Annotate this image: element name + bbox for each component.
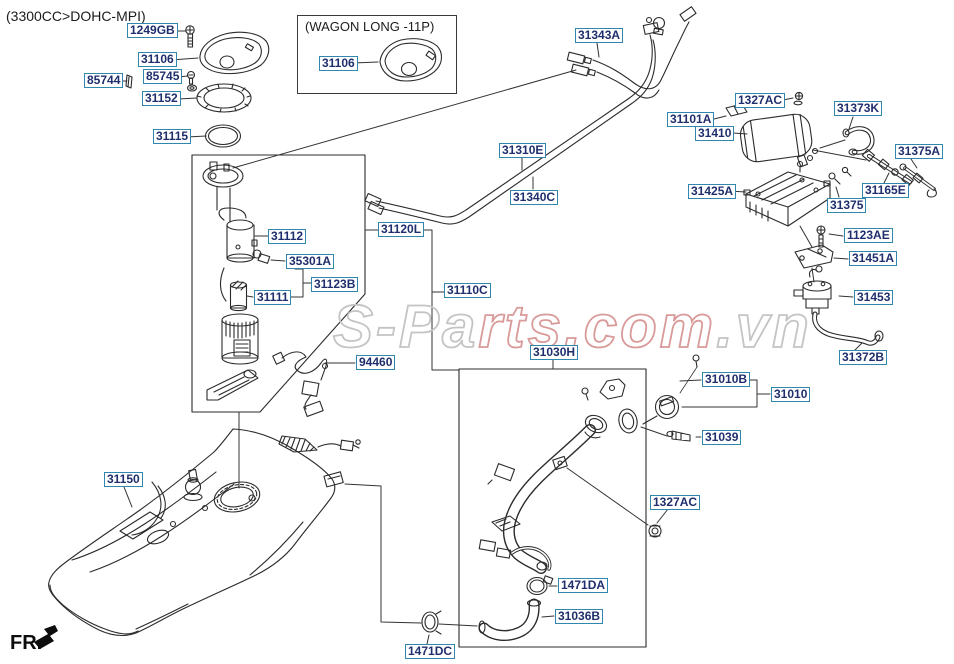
part-label-31425A[interactable]: 31425A bbox=[688, 184, 737, 199]
part-label-31036B[interactable]: 31036B bbox=[555, 609, 604, 624]
part-label-31453[interactable]: 31453 bbox=[854, 290, 894, 305]
engine-variant-note: (3300CC>DOHC-MPI) bbox=[6, 8, 146, 24]
filler-neck-drawing bbox=[478, 354, 700, 596]
fuel-tube-assembly-drawing bbox=[364, 6, 697, 225]
part-label-1249GB[interactable]: 1249GB bbox=[127, 23, 178, 38]
pump-module-callout-box bbox=[191, 154, 366, 413]
part-label-1327AC-neck[interactable]: 1327AC bbox=[650, 495, 701, 510]
part-label-31111[interactable]: 31111 bbox=[254, 290, 292, 305]
part-label-1471DA[interactable]: 1471DA bbox=[558, 578, 609, 593]
filler-hose-drawing bbox=[421, 598, 542, 641]
fuel-pump-module-drawing bbox=[202, 161, 271, 401]
part-label-31375[interactable]: 31375 bbox=[827, 198, 867, 213]
part-label-31010B[interactable]: 31010B bbox=[702, 372, 751, 387]
fuel-pump-plate-drawing bbox=[125, 25, 270, 148]
part-label-31115[interactable]: 31115 bbox=[153, 129, 192, 144]
part-label-31030H[interactable]: 31030H bbox=[530, 345, 579, 360]
wagon-plate-drawing bbox=[379, 38, 443, 82]
part-label-1327AC-canister[interactable]: 1327AC bbox=[735, 93, 786, 108]
part-label-31010[interactable]: 31010 bbox=[771, 387, 811, 402]
part-label-85744[interactable]: 85744 bbox=[84, 73, 124, 88]
part-label-31112[interactable]: 31112 bbox=[268, 229, 307, 244]
part-label-31106-wagon[interactable]: 31106 bbox=[319, 56, 358, 71]
valve-bracket-drawing bbox=[793, 225, 884, 346]
filler-neck-callout-box bbox=[458, 368, 647, 648]
part-label-31106-main[interactable]: 31106 bbox=[138, 52, 177, 67]
part-label-85745[interactable]: 85745 bbox=[143, 69, 183, 84]
part-label-31123B[interactable]: 31123B bbox=[311, 277, 359, 292]
part-label-31310E[interactable]: 31310E bbox=[499, 143, 547, 158]
part-label-35301A[interactable]: 35301A bbox=[286, 254, 335, 269]
part-label-31372B[interactable]: 31372B bbox=[839, 350, 888, 365]
part-label-31101A[interactable]: 31101A bbox=[667, 112, 715, 127]
part-label-1471DC[interactable]: 1471DC bbox=[405, 644, 456, 659]
wagon-variant-note: (WAGON LONG -11P) bbox=[305, 19, 435, 34]
front-direction-label: FR. bbox=[10, 632, 43, 654]
part-label-31039[interactable]: 31039 bbox=[702, 430, 742, 445]
part-label-31120L[interactable]: 31120L bbox=[378, 222, 425, 237]
front-direction-arrow bbox=[34, 625, 58, 649]
wagon-inset-box bbox=[297, 15, 457, 94]
part-label-1123AE[interactable]: 1123AE bbox=[844, 228, 893, 243]
part-label-94460[interactable]: 94460 bbox=[356, 355, 396, 370]
part-label-31343A[interactable]: 31343A bbox=[575, 28, 624, 43]
part-label-31373K[interactable]: 31373K bbox=[834, 101, 883, 116]
part-label-31340C[interactable]: 31340C bbox=[510, 190, 559, 205]
part-label-31110C[interactable]: 31110C bbox=[444, 283, 491, 298]
wiring-harness-drawing bbox=[272, 351, 329, 417]
part-label-31375A[interactable]: 31375A bbox=[895, 144, 944, 159]
part-label-31451A[interactable]: 31451A bbox=[849, 251, 898, 266]
canister-assembly-drawing bbox=[725, 91, 937, 227]
fuel-tank-drawing bbox=[48, 428, 361, 636]
part-label-31150[interactable]: 31150 bbox=[104, 472, 143, 487]
part-label-31165E[interactable]: 31165E bbox=[862, 183, 909, 198]
part-label-31152[interactable]: 31152 bbox=[142, 91, 181, 106]
part-label-31410[interactable]: 31410 bbox=[695, 126, 735, 141]
